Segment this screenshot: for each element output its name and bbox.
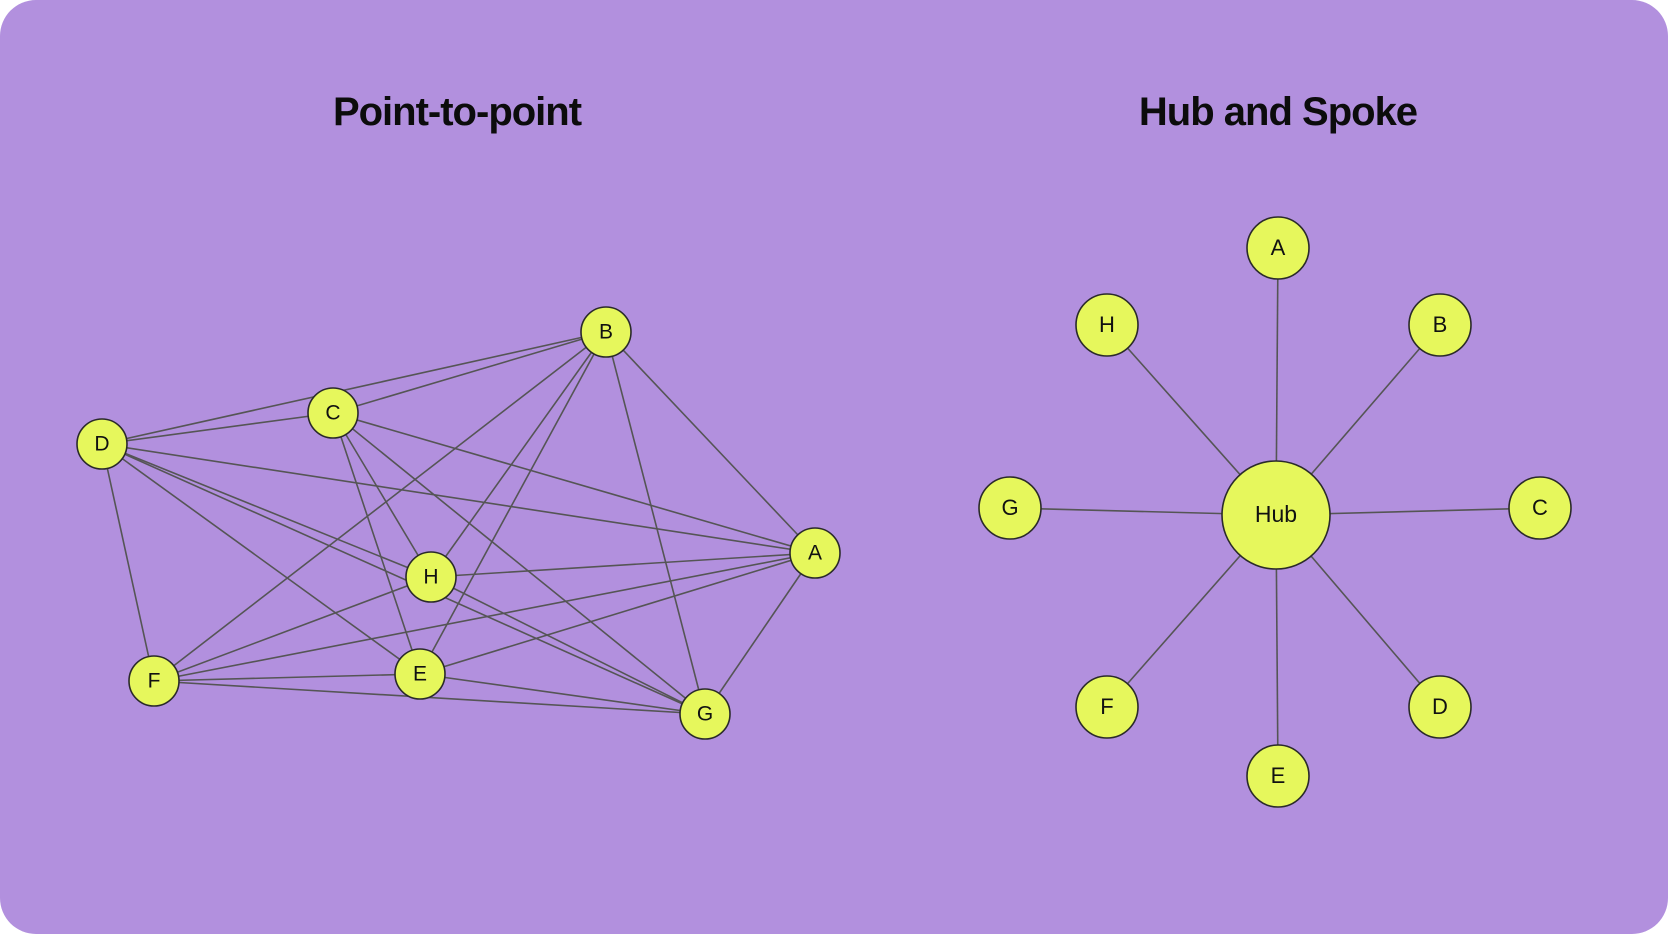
p2p-node-label: E bbox=[413, 663, 427, 686]
point-to-point-title: Point-to-point bbox=[332, 90, 582, 134]
spoke-node-circle bbox=[978, 476, 1042, 540]
p2p-node-circle bbox=[580, 306, 632, 358]
p2p-edge-D-G bbox=[101, 443, 706, 715]
spoke-node-label: E bbox=[1271, 763, 1286, 788]
spoke-node-circle bbox=[1246, 744, 1310, 808]
p2p-edge-C-G bbox=[332, 412, 706, 715]
p2p-node-B: B bbox=[580, 306, 632, 358]
p2p-edge-D-E bbox=[101, 443, 421, 675]
p2p-edge-A-F bbox=[153, 552, 816, 682]
spoke-node-circle bbox=[1246, 216, 1310, 280]
p2p-edge-B-E bbox=[419, 331, 607, 675]
p2p-edge-A-G bbox=[704, 552, 816, 715]
p2p-edge-H-G bbox=[430, 576, 706, 715]
p2p-node-label: D bbox=[94, 433, 109, 456]
p2p-node-label: B bbox=[599, 321, 613, 344]
p2p-node-circle bbox=[76, 418, 128, 470]
p2p-edge-B-F bbox=[153, 331, 607, 682]
p2p-node-circle bbox=[789, 527, 841, 579]
p2p-edge-A-H bbox=[430, 552, 816, 578]
p2p-node-circle bbox=[128, 655, 180, 707]
p2p-node-label: C bbox=[325, 402, 340, 425]
p2p-node-E: E bbox=[394, 648, 446, 700]
p2p-edge-B-H bbox=[430, 331, 607, 578]
p2p-edge-C-H bbox=[332, 412, 432, 578]
hub-node-label: Hub bbox=[1255, 501, 1297, 527]
spoke-node-circle bbox=[1508, 476, 1572, 540]
p2p-node-label: F bbox=[148, 670, 161, 693]
p2p-edge-E-G bbox=[419, 673, 706, 715]
spoke-node-label: D bbox=[1432, 694, 1448, 719]
spoke-node-G: G bbox=[978, 476, 1042, 540]
p2p-edge-C-E bbox=[332, 412, 421, 675]
p2p-edge-E-F bbox=[153, 673, 421, 682]
spoke-node-B: B bbox=[1408, 293, 1472, 357]
spoke-node-circle bbox=[1408, 675, 1472, 739]
spoke-node-C: C bbox=[1508, 476, 1572, 540]
hub-node: Hub bbox=[1221, 460, 1331, 570]
p2p-edge-H-F bbox=[153, 576, 432, 682]
spoke-node-label: C bbox=[1532, 495, 1548, 520]
p2p-edge-D-H bbox=[101, 443, 432, 578]
p2p-edge-C-D bbox=[101, 412, 334, 445]
spoke-node-label: H bbox=[1099, 312, 1115, 337]
point-to-point-edges bbox=[101, 331, 816, 715]
p2p-edge-D-F bbox=[101, 443, 155, 682]
p2p-node-label: A bbox=[808, 542, 822, 565]
spoke-node-D: D bbox=[1408, 675, 1472, 739]
spoke-node-circle bbox=[1075, 293, 1139, 357]
spoke-node-circle bbox=[1075, 675, 1139, 739]
p2p-edge-B-D bbox=[101, 331, 607, 445]
p2p-edge-B-G bbox=[605, 331, 706, 715]
hub-and-spoke-title: Hub and Spoke bbox=[1138, 90, 1418, 134]
p2p-edge-A-D bbox=[101, 443, 816, 554]
spoke-node-H: H bbox=[1075, 293, 1139, 357]
p2p-node-F: F bbox=[128, 655, 180, 707]
p2p-node-G: G bbox=[679, 688, 731, 740]
spoke-node-F: F bbox=[1075, 675, 1139, 739]
spoke-node-label: F bbox=[1100, 694, 1113, 719]
p2p-edge-B-C bbox=[332, 331, 607, 414]
hub-node-circle bbox=[1221, 460, 1331, 570]
spoke-node-label: G bbox=[1001, 495, 1018, 520]
p2p-node-circle bbox=[679, 688, 731, 740]
spoke-node-E: E bbox=[1246, 744, 1310, 808]
p2p-node-A: A bbox=[789, 527, 841, 579]
hub-spoke-nodes: Hub A B C D E F G H bbox=[978, 216, 1572, 808]
p2p-node-circle bbox=[307, 387, 359, 439]
p2p-edge-A-E bbox=[419, 552, 816, 675]
p2p-node-H: H bbox=[405, 551, 457, 603]
p2p-edge-A-B bbox=[605, 331, 816, 554]
spoke-node-A: A bbox=[1246, 216, 1310, 280]
p2p-node-label: G bbox=[697, 703, 713, 726]
p2p-node-label: H bbox=[423, 566, 438, 589]
p2p-node-circle bbox=[405, 551, 457, 603]
spoke-node-label: A bbox=[1271, 235, 1286, 260]
p2p-edge-A-C bbox=[332, 412, 816, 554]
p2p-node-D: D bbox=[76, 418, 128, 470]
p2p-node-circle bbox=[394, 648, 446, 700]
point-to-point-nodes: A B C D E F G H bbox=[76, 306, 841, 740]
p2p-node-C: C bbox=[307, 387, 359, 439]
spoke-node-circle bbox=[1408, 293, 1472, 357]
spoke-node-label: B bbox=[1433, 312, 1448, 337]
